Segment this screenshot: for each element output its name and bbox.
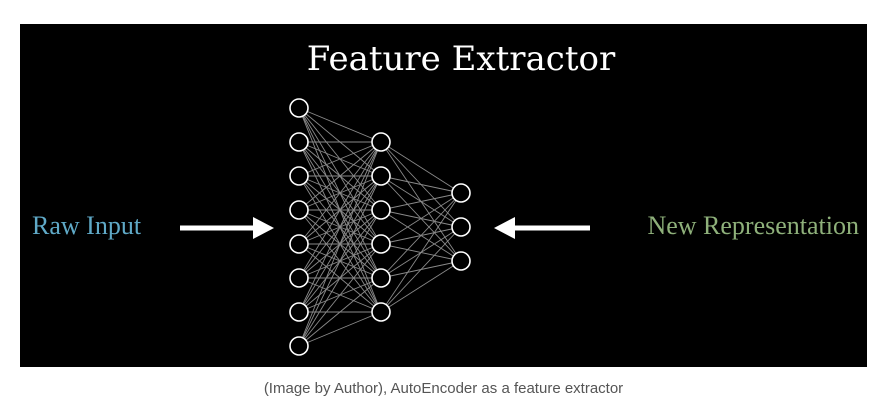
edge-l2-n3-to-l3-n1 <box>380 192 462 211</box>
neuron-layer3-1 <box>451 183 471 203</box>
edge-l1-n8-to-l2-n2 <box>298 175 382 347</box>
output-arrow <box>494 217 590 239</box>
raw-input-label: Raw Input <box>32 211 142 240</box>
neuron-layer2-6 <box>371 302 391 322</box>
output-arrow-head <box>494 217 515 239</box>
input-arrow <box>180 217 274 239</box>
edge-l1-n1-to-l2-n1 <box>298 107 382 143</box>
edge-l1-n4-to-l2-n1 <box>298 141 382 211</box>
edge-l2-n5-to-l3-n1 <box>380 192 462 279</box>
figure-caption: (Image by Author), AutoEncoder as a feat… <box>263 380 624 397</box>
neuron-layer1-6 <box>289 268 309 288</box>
edge-l2-n2-to-l3-n1 <box>380 175 462 194</box>
diagram-background <box>20 24 867 367</box>
edge-l1-n7-to-l2-n1 <box>298 141 382 313</box>
feature-extractor-figure: Feature Extractor Raw Input New Represen… <box>20 24 867 367</box>
neuron-layer1-1 <box>289 98 309 118</box>
edge-l1-n8-to-l2-n4 <box>298 243 382 347</box>
neuron-layer2-3 <box>371 200 391 220</box>
edge-l2-n6-to-l3-n1 <box>380 192 462 313</box>
neuron-layer3-2 <box>451 217 471 237</box>
edge-l1-n8-to-l2-n5 <box>298 277 382 347</box>
edge-l1-n8-to-l2-n6 <box>298 311 382 347</box>
new-representation-label: New Representation <box>647 211 859 240</box>
network-nodes <box>289 98 471 356</box>
neuron-layer2-2 <box>371 166 391 186</box>
input-arrow-head <box>253 217 274 239</box>
neuron-layer3-3 <box>451 251 471 271</box>
neuron-layer2-5 <box>371 268 391 288</box>
diagram-title: Feature Extractor <box>307 39 616 79</box>
edge-l2-n6-to-l3-n3 <box>380 260 462 313</box>
neuron-layer1-8 <box>289 336 309 356</box>
edge-l1-n8-to-l2-n3 <box>298 209 382 347</box>
neuron-layer1-2 <box>289 132 309 152</box>
neuron-layer1-3 <box>289 166 309 186</box>
neuron-layer1-4 <box>289 200 309 220</box>
network-edges <box>298 107 462 347</box>
neuron-layer2-4 <box>371 234 391 254</box>
neuron-layer2-1 <box>371 132 391 152</box>
edge-l1-n8-to-l2-n1 <box>298 141 382 347</box>
neuron-layer1-5 <box>289 234 309 254</box>
edge-l2-n4-to-l3-n1 <box>380 192 462 245</box>
neuron-layer1-7 <box>289 302 309 322</box>
edge-l1-n6-to-l2-n1 <box>298 141 382 279</box>
diagram-canvas: Feature Extractor Raw Input New Represen… <box>20 24 867 367</box>
edge-l2-n6-to-l3-n2 <box>380 226 462 313</box>
edge-l1-n5-to-l2-n1 <box>298 141 382 245</box>
edge-l2-n1-to-l3-n1 <box>380 141 462 194</box>
edge-l1-n3-to-l2-n1 <box>298 141 382 177</box>
